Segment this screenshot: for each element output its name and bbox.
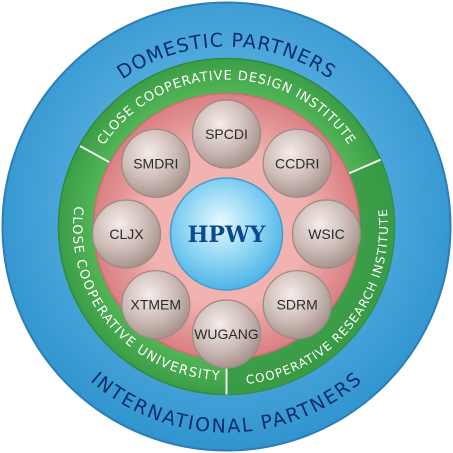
node-xtmem: XTMEM xyxy=(121,270,191,340)
node-label: SPCDI xyxy=(205,126,248,142)
node-circle xyxy=(262,270,332,340)
node-wsic: WSIC xyxy=(291,199,362,269)
node-ccdri: CCDRI xyxy=(262,128,332,198)
node-circle xyxy=(262,128,332,198)
node-wugang: WUGANG xyxy=(191,299,262,369)
center-circle xyxy=(169,177,284,291)
node-label: CLJX xyxy=(109,226,144,242)
node-circle xyxy=(191,299,262,369)
node-sdrm: SDRM xyxy=(262,270,332,340)
node-circle xyxy=(291,199,362,269)
node-label: WUGANG xyxy=(194,326,259,342)
node-circle xyxy=(91,199,162,269)
node-smdri: SMDRI xyxy=(121,128,191,198)
node-label: XTMEM xyxy=(131,297,182,313)
node-group: SPCDI CCDRI WSIC SDRM WUGANG XTMEM CLJX SMDRI xyxy=(91,99,362,369)
node-circle xyxy=(121,128,191,198)
node-label: WSIC xyxy=(308,226,345,242)
node-spcdi: SPCDI xyxy=(191,99,262,169)
node-cljx: CLJX xyxy=(91,199,162,269)
node-label: SMDRI xyxy=(133,155,178,171)
node-label: SDRM xyxy=(277,297,318,313)
center-label: HPWY xyxy=(188,222,266,248)
node-label: CCDRI xyxy=(275,155,319,171)
node-circle xyxy=(121,270,191,340)
node-circle xyxy=(191,99,262,169)
